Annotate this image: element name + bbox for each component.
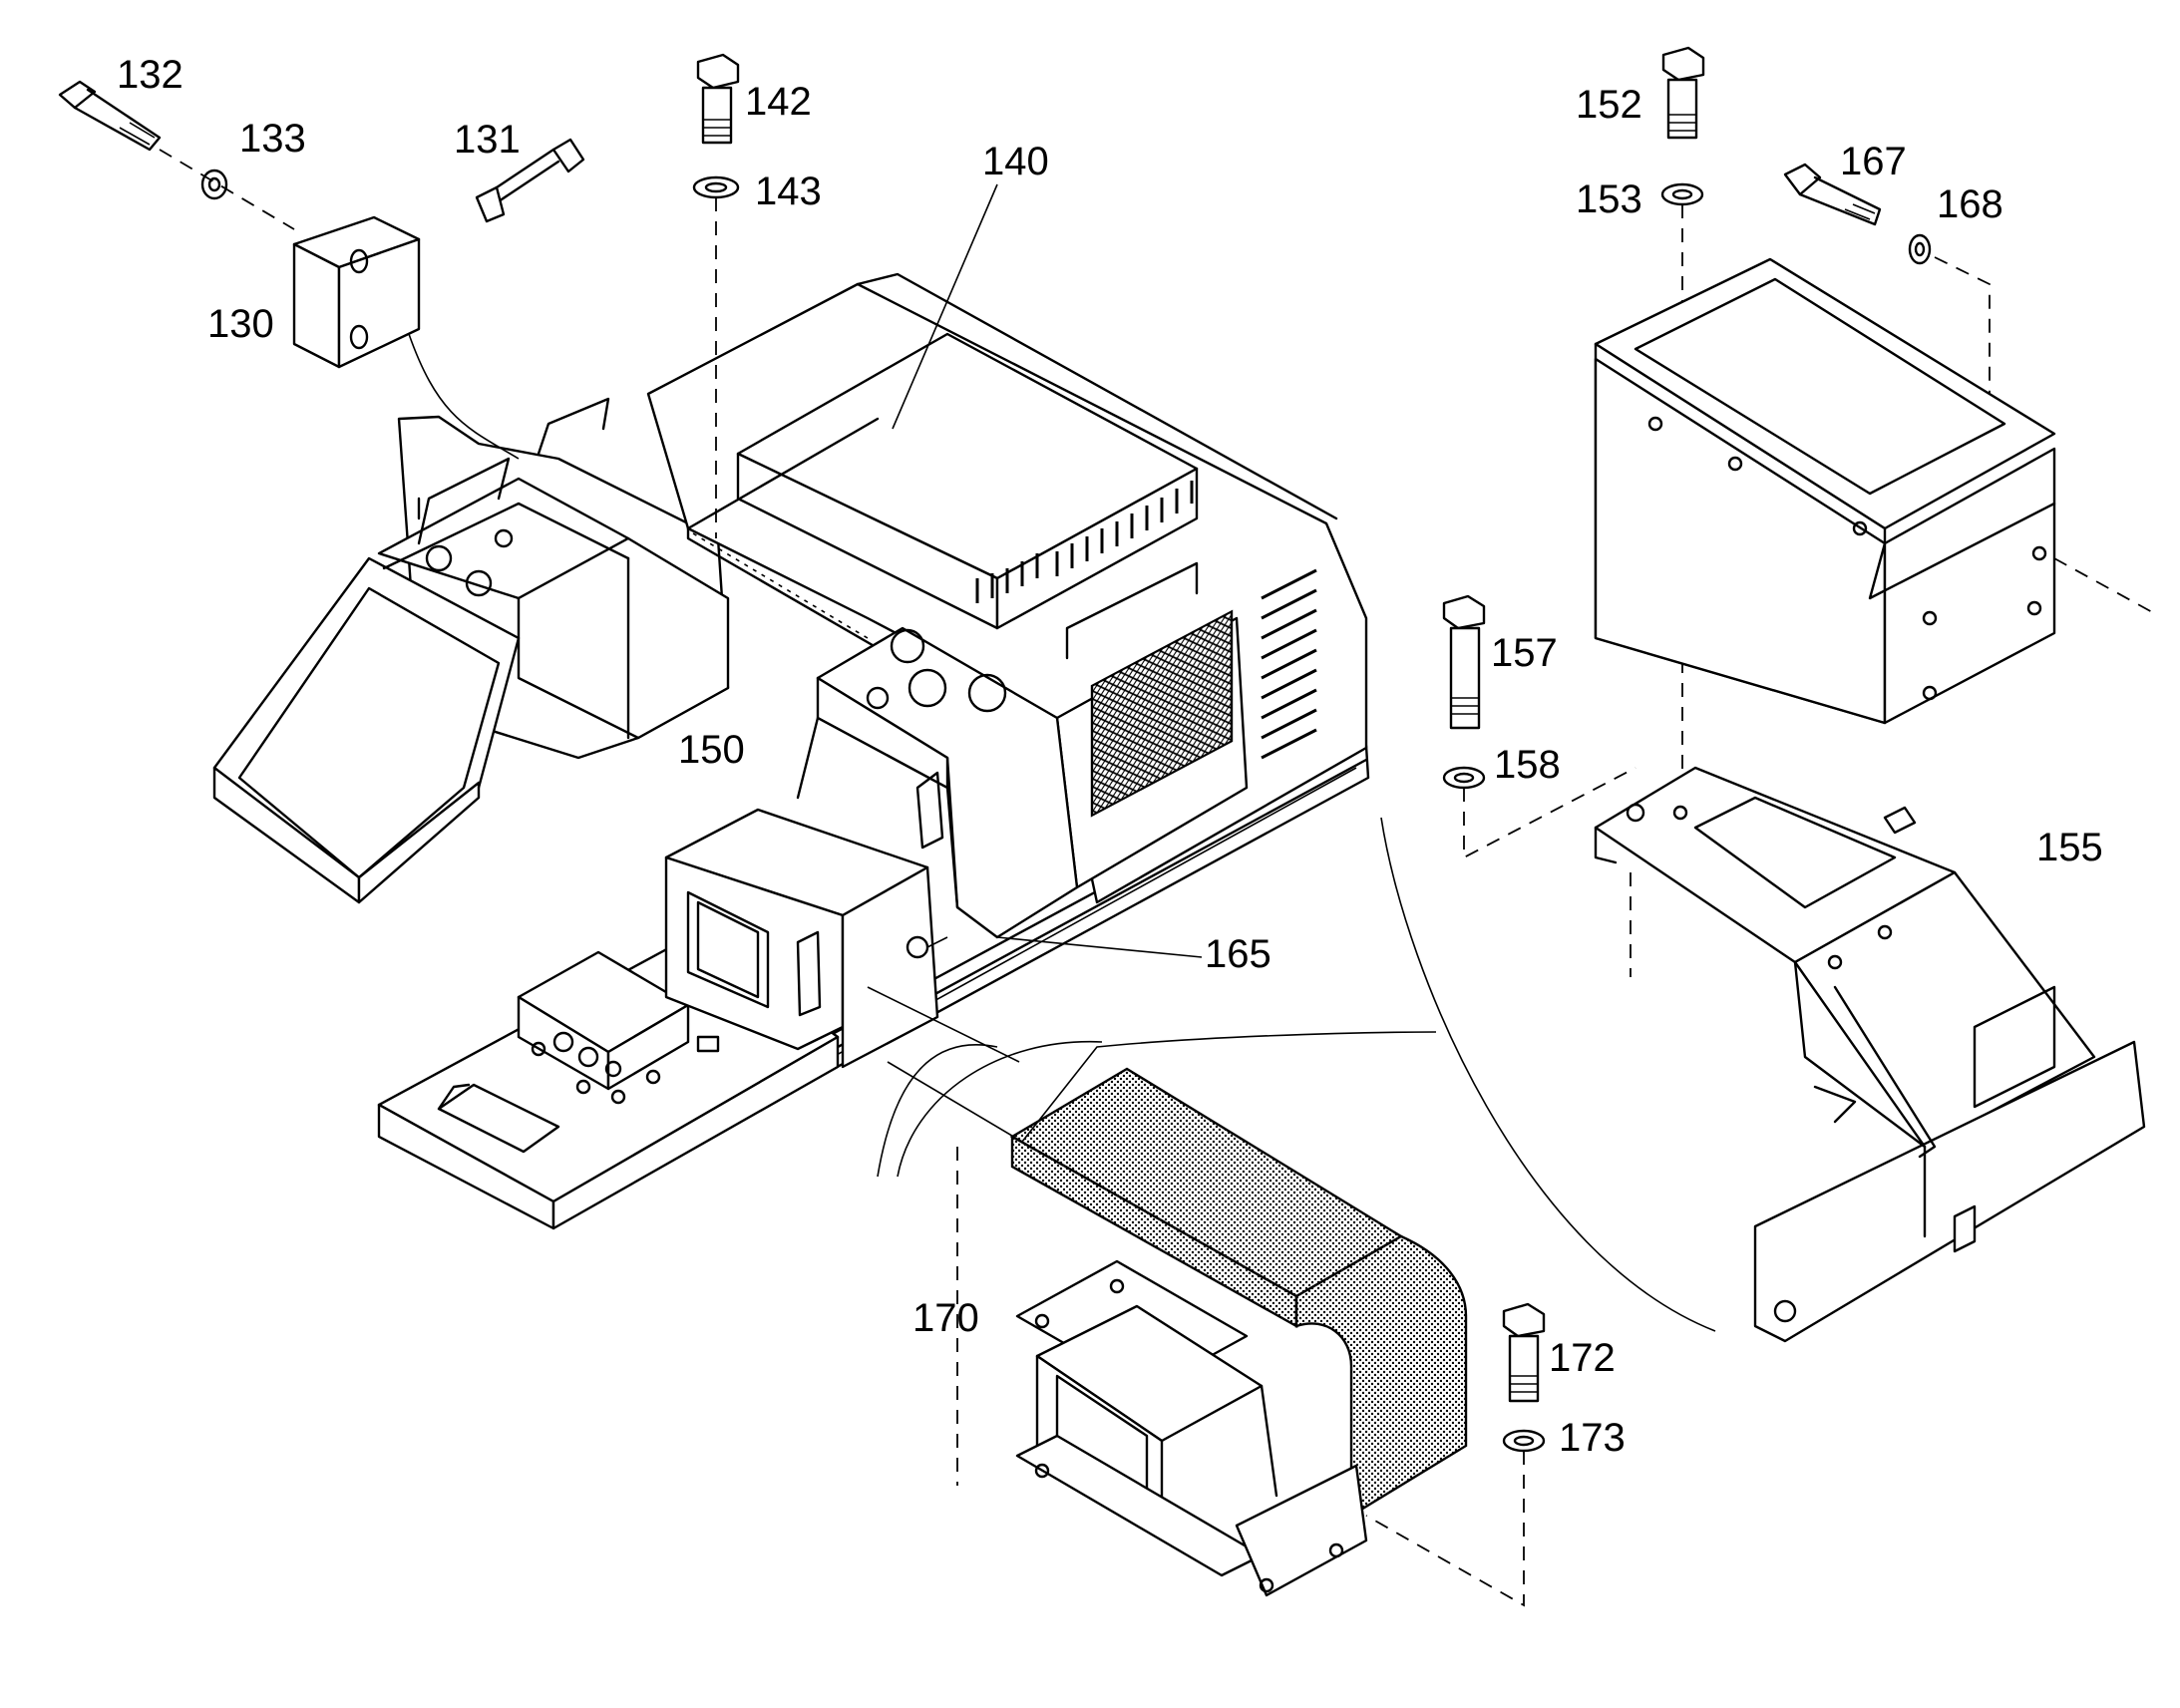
- callout-131: 131: [454, 118, 521, 162]
- part-132-bolt: [58, 80, 162, 152]
- callout-167: 167: [1840, 140, 1907, 183]
- part-157-bolt: [1442, 594, 1486, 730]
- engine-hood: [646, 272, 1368, 904]
- callout-165: 165: [1205, 932, 1272, 976]
- callout-150: 150: [678, 728, 745, 772]
- part-155-frame: [1594, 766, 2146, 1343]
- callout-140: 140: [982, 140, 1049, 183]
- part-131-bolt: [475, 138, 585, 223]
- main-machine-assembly: [212, 272, 1370, 1230]
- part-165-box: [1594, 257, 2056, 725]
- leader-curve-165: [887, 1031, 1437, 1144]
- part-133-washer: [200, 169, 228, 200]
- assembly-line-132: [159, 149, 295, 230]
- control-tower: [796, 626, 1079, 939]
- assembly-line-157: [1463, 767, 1636, 859]
- callout-132: 132: [117, 53, 183, 97]
- callout-142: 142: [745, 80, 812, 124]
- callout-155: 155: [2036, 826, 2103, 869]
- leader-140: [892, 183, 998, 430]
- callout-130: 130: [207, 302, 274, 346]
- leader-curve-170: [877, 1043, 998, 1178]
- part-172-bolt: [1502, 1302, 1546, 1403]
- callout-157: 157: [1491, 631, 1558, 675]
- part-142-bolt: [696, 53, 740, 145]
- leader-curve-155: [1380, 817, 1716, 1332]
- callout-143: 143: [755, 170, 822, 213]
- part-168-washer: [1908, 233, 1932, 265]
- part-152-bolt: [1661, 46, 1705, 140]
- leader-curve-170b: [897, 1040, 1103, 1178]
- callout-170: 170: [912, 1296, 979, 1340]
- callout-152: 152: [1576, 83, 1642, 127]
- callout-168: 168: [1937, 182, 2003, 226]
- part-167-bolt: [1783, 163, 1882, 226]
- leader-165: [996, 936, 1203, 958]
- callout-133: 133: [239, 117, 306, 161]
- leader-165-2: [867, 986, 1020, 1063]
- part-150-duct: [664, 808, 939, 1069]
- part-130-block: [292, 215, 520, 460]
- callout-172: 172: [1549, 1336, 1616, 1380]
- leader-165-arrow: [926, 936, 948, 948]
- left-tank: [212, 397, 730, 904]
- assembly-line-165: [2053, 557, 2155, 614]
- part-158-washer: [1442, 766, 1486, 790]
- callout-153: 153: [1576, 177, 1642, 221]
- part-153-washer: [1660, 182, 1704, 206]
- part-143-washer: [692, 175, 740, 199]
- assembly-line-167: [1934, 256, 1991, 439]
- part-173-washer: [1502, 1429, 1546, 1453]
- part-170-cover: [1009, 1067, 1468, 1597]
- callout-158: 158: [1494, 743, 1561, 787]
- assembly-line-172: [1365, 1451, 1525, 1607]
- callout-173: 173: [1559, 1416, 1626, 1460]
